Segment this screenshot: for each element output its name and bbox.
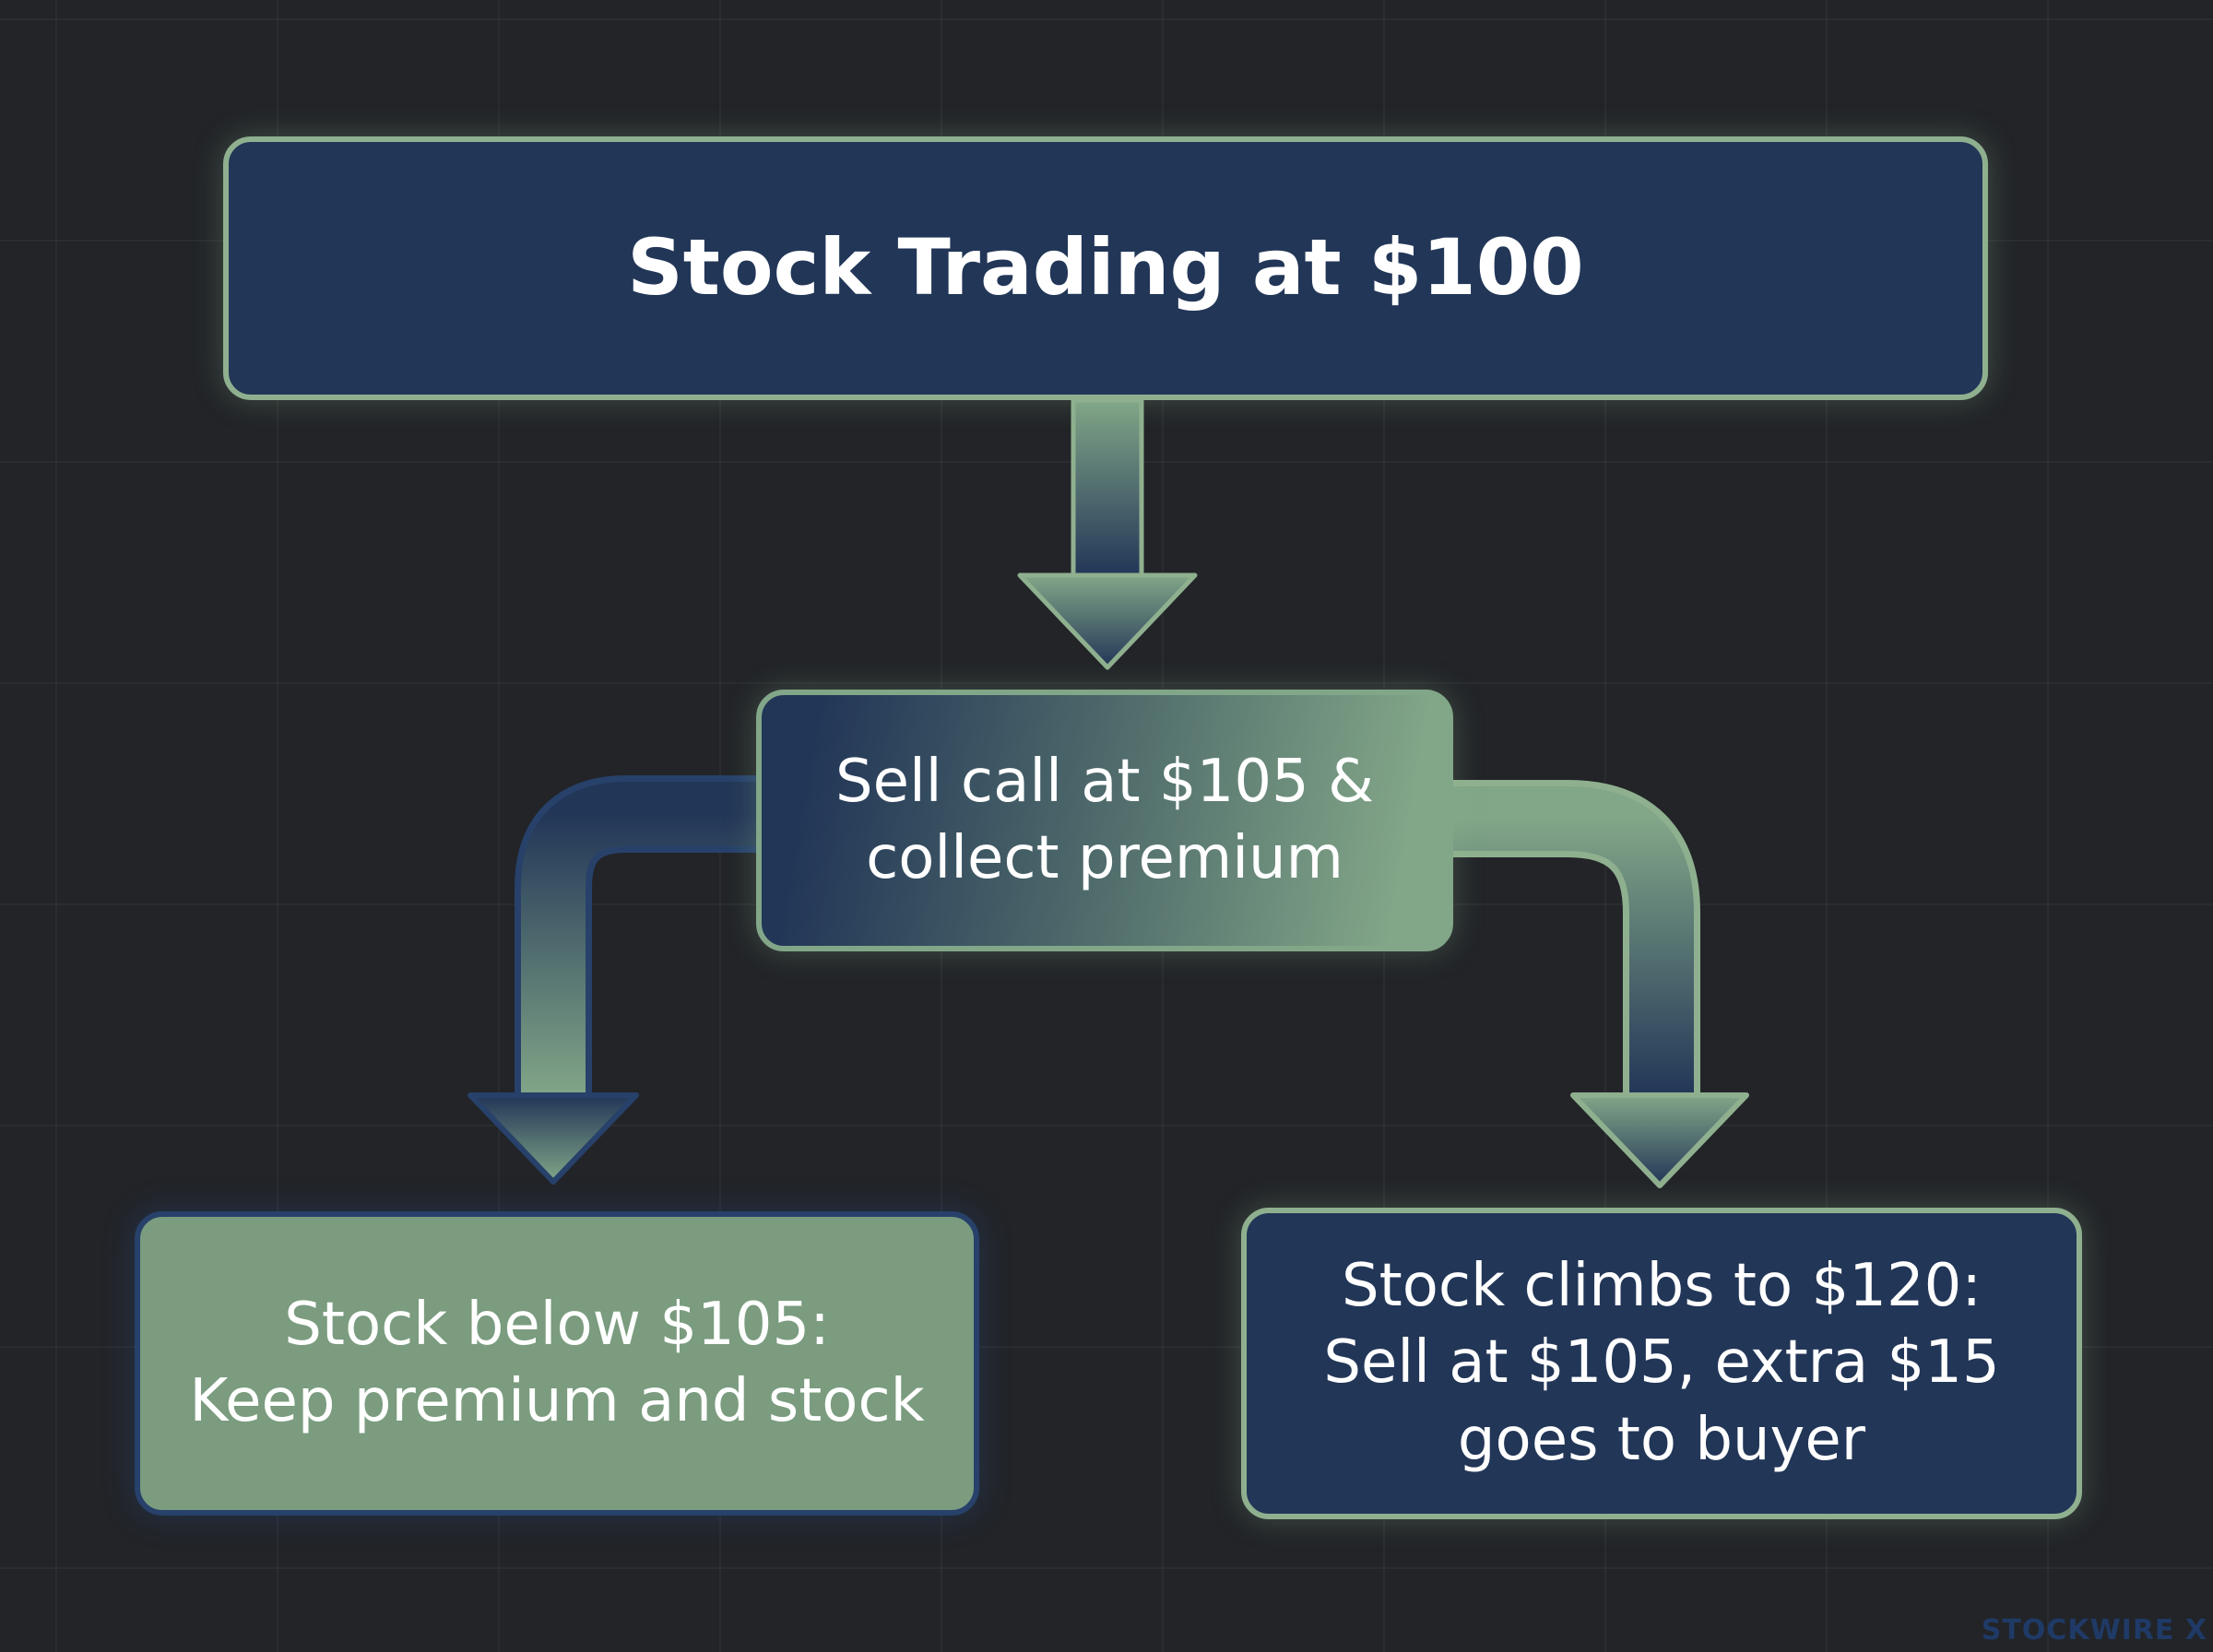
node-stock-climbs: Stock climbs to $120: Sell at $105, extr… — [1241, 1208, 2082, 1519]
node-sell-call: Sell call at $105 & collect premium — [756, 690, 1453, 951]
node-sell-call-label: Sell call at $105 & collect premium — [835, 747, 1374, 892]
arrow-mid-to-right — [1453, 780, 1749, 1188]
node-stock-trading: Stock Trading at $100 — [223, 136, 1988, 400]
node-stock-below: Stock below $105: Keep premium and stock — [135, 1211, 979, 1516]
arrow-mid-to-left — [467, 775, 756, 1185]
node-stock-trading-label: Stock Trading at $100 — [627, 222, 1584, 313]
arrow-root-to-mid — [1017, 397, 1198, 670]
node-stock-climbs-label: Stock climbs to $120: Sell at $105, extr… — [1323, 1252, 2000, 1474]
node-stock-below-label: Stock below $105: Keep premium and stock — [189, 1290, 925, 1435]
watermark-logo: STOCKWIRE X — [1981, 1614, 2207, 1646]
